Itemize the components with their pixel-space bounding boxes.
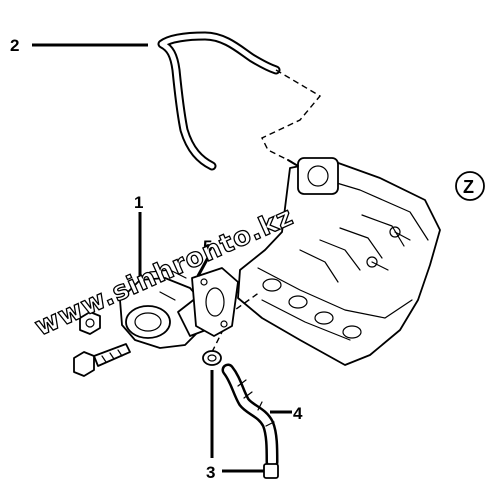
callout-4: 4 [293,404,303,423]
nut [79,311,101,335]
callout-5: 5 [203,237,212,256]
callout-1: 1 [134,193,143,212]
bolt [73,343,131,377]
intake-manifold [237,157,441,366]
hose-lower [221,363,279,469]
gasket [191,267,239,337]
callout-3: 3 [206,463,215,482]
hose-fitting [263,463,279,479]
hose-clamp [202,350,222,366]
callout-2: 2 [10,36,19,55]
hose-upper [157,31,281,171]
watermark-logo-icon [455,171,485,201]
leader-5 [196,253,212,277]
watermark-logo-letter: Z [463,177,474,197]
